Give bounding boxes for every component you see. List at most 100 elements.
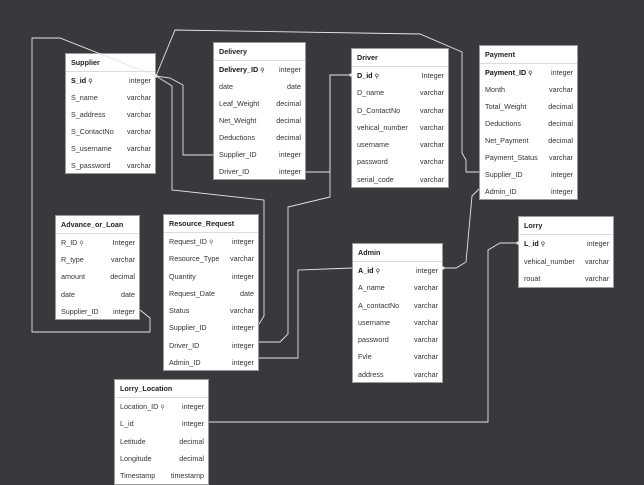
field-name: Month	[485, 85, 505, 94]
field-name: Letitude	[120, 436, 146, 446]
field-name: password	[358, 335, 389, 345]
field-row: D_id⚲Integer	[352, 67, 448, 84]
key-icon: ⚲	[160, 405, 165, 411]
field-type: decimal	[179, 436, 204, 446]
field-name: S_username	[71, 144, 112, 153]
field-name: D_ContactNo	[357, 105, 401, 115]
field-type: integer	[182, 402, 204, 411]
field-name: S_name	[71, 93, 98, 102]
field-type: varchar	[420, 122, 444, 132]
field-name: Payment_ID⚲	[485, 68, 533, 77]
field-row: Delivery_ID⚲integer	[214, 61, 305, 78]
field-row: username varchar	[352, 136, 448, 153]
key-icon: ⚲	[260, 68, 265, 74]
field-name: Supplier_ID	[61, 306, 99, 316]
field-name: Fvle	[358, 352, 372, 362]
field-name: Timestamp	[120, 471, 156, 481]
field-row: S_password varchar	[66, 157, 155, 174]
field-type: varchar	[414, 300, 438, 310]
field-type: integer	[129, 76, 151, 85]
field-name: Location_ID⚲	[120, 402, 165, 411]
field-name: serial_code	[357, 174, 394, 184]
field-type: integer	[416, 266, 438, 275]
field-name: Driver_ID	[219, 167, 250, 176]
field-name: Deductions	[485, 119, 521, 128]
field-name: Resource_Type	[169, 254, 220, 264]
field-type: varchar	[127, 127, 151, 136]
field-type: varchar	[585, 274, 609, 283]
field-name: Admin_ID	[485, 187, 517, 196]
field-name: rouat	[524, 274, 541, 283]
entity-title: Driver	[352, 49, 448, 67]
entity-title: Resource_Request	[164, 215, 258, 233]
field-name: Payment_Status	[485, 153, 538, 162]
field-row: Driver_ID integer	[164, 337, 258, 354]
field-type: integer	[587, 239, 609, 248]
field-type: date	[121, 289, 135, 299]
field-type: varchar	[111, 255, 135, 265]
field-type: integer	[279, 65, 301, 74]
field-name: Deductions	[219, 133, 255, 142]
field-row: L_id⚲integer	[519, 235, 613, 253]
field-type: integer	[279, 167, 301, 176]
field-type: integer	[232, 358, 254, 368]
entity-title: Delivery	[214, 43, 305, 61]
field-type: varchar	[420, 88, 444, 98]
field-type: varchar	[420, 157, 444, 167]
field-name: Driver_ID	[169, 340, 200, 350]
field-type: integer	[232, 340, 254, 350]
field-type: integer	[279, 150, 301, 159]
field-type: decimal	[548, 102, 573, 111]
field-type: Integer	[421, 71, 444, 80]
field-type: varchar	[127, 161, 151, 170]
field-name: Supplier_ID	[485, 170, 523, 179]
field-name: username	[357, 140, 389, 150]
field-type: integer	[232, 323, 254, 333]
field-type: varchar	[414, 317, 438, 327]
field-type: integer	[113, 306, 135, 316]
field-name: amount	[61, 272, 85, 282]
field-name: S_ContactNo	[71, 127, 114, 136]
field-type: decimal	[548, 119, 573, 128]
relationship-line	[259, 267, 353, 359]
field-row: R_ID⚲Integer	[56, 234, 139, 251]
field-name: S_password	[71, 161, 111, 170]
key-icon: ⚲	[88, 79, 93, 85]
key-icon: ⚲	[374, 74, 379, 80]
field-type: date	[287, 82, 301, 91]
field-type: decimal	[179, 453, 204, 463]
entity-title: Lorry	[519, 217, 613, 235]
field-type: varchar	[414, 352, 438, 362]
field-type: varchar	[420, 140, 444, 150]
field-type: varchar	[127, 110, 151, 119]
field-type: integer	[551, 68, 573, 77]
